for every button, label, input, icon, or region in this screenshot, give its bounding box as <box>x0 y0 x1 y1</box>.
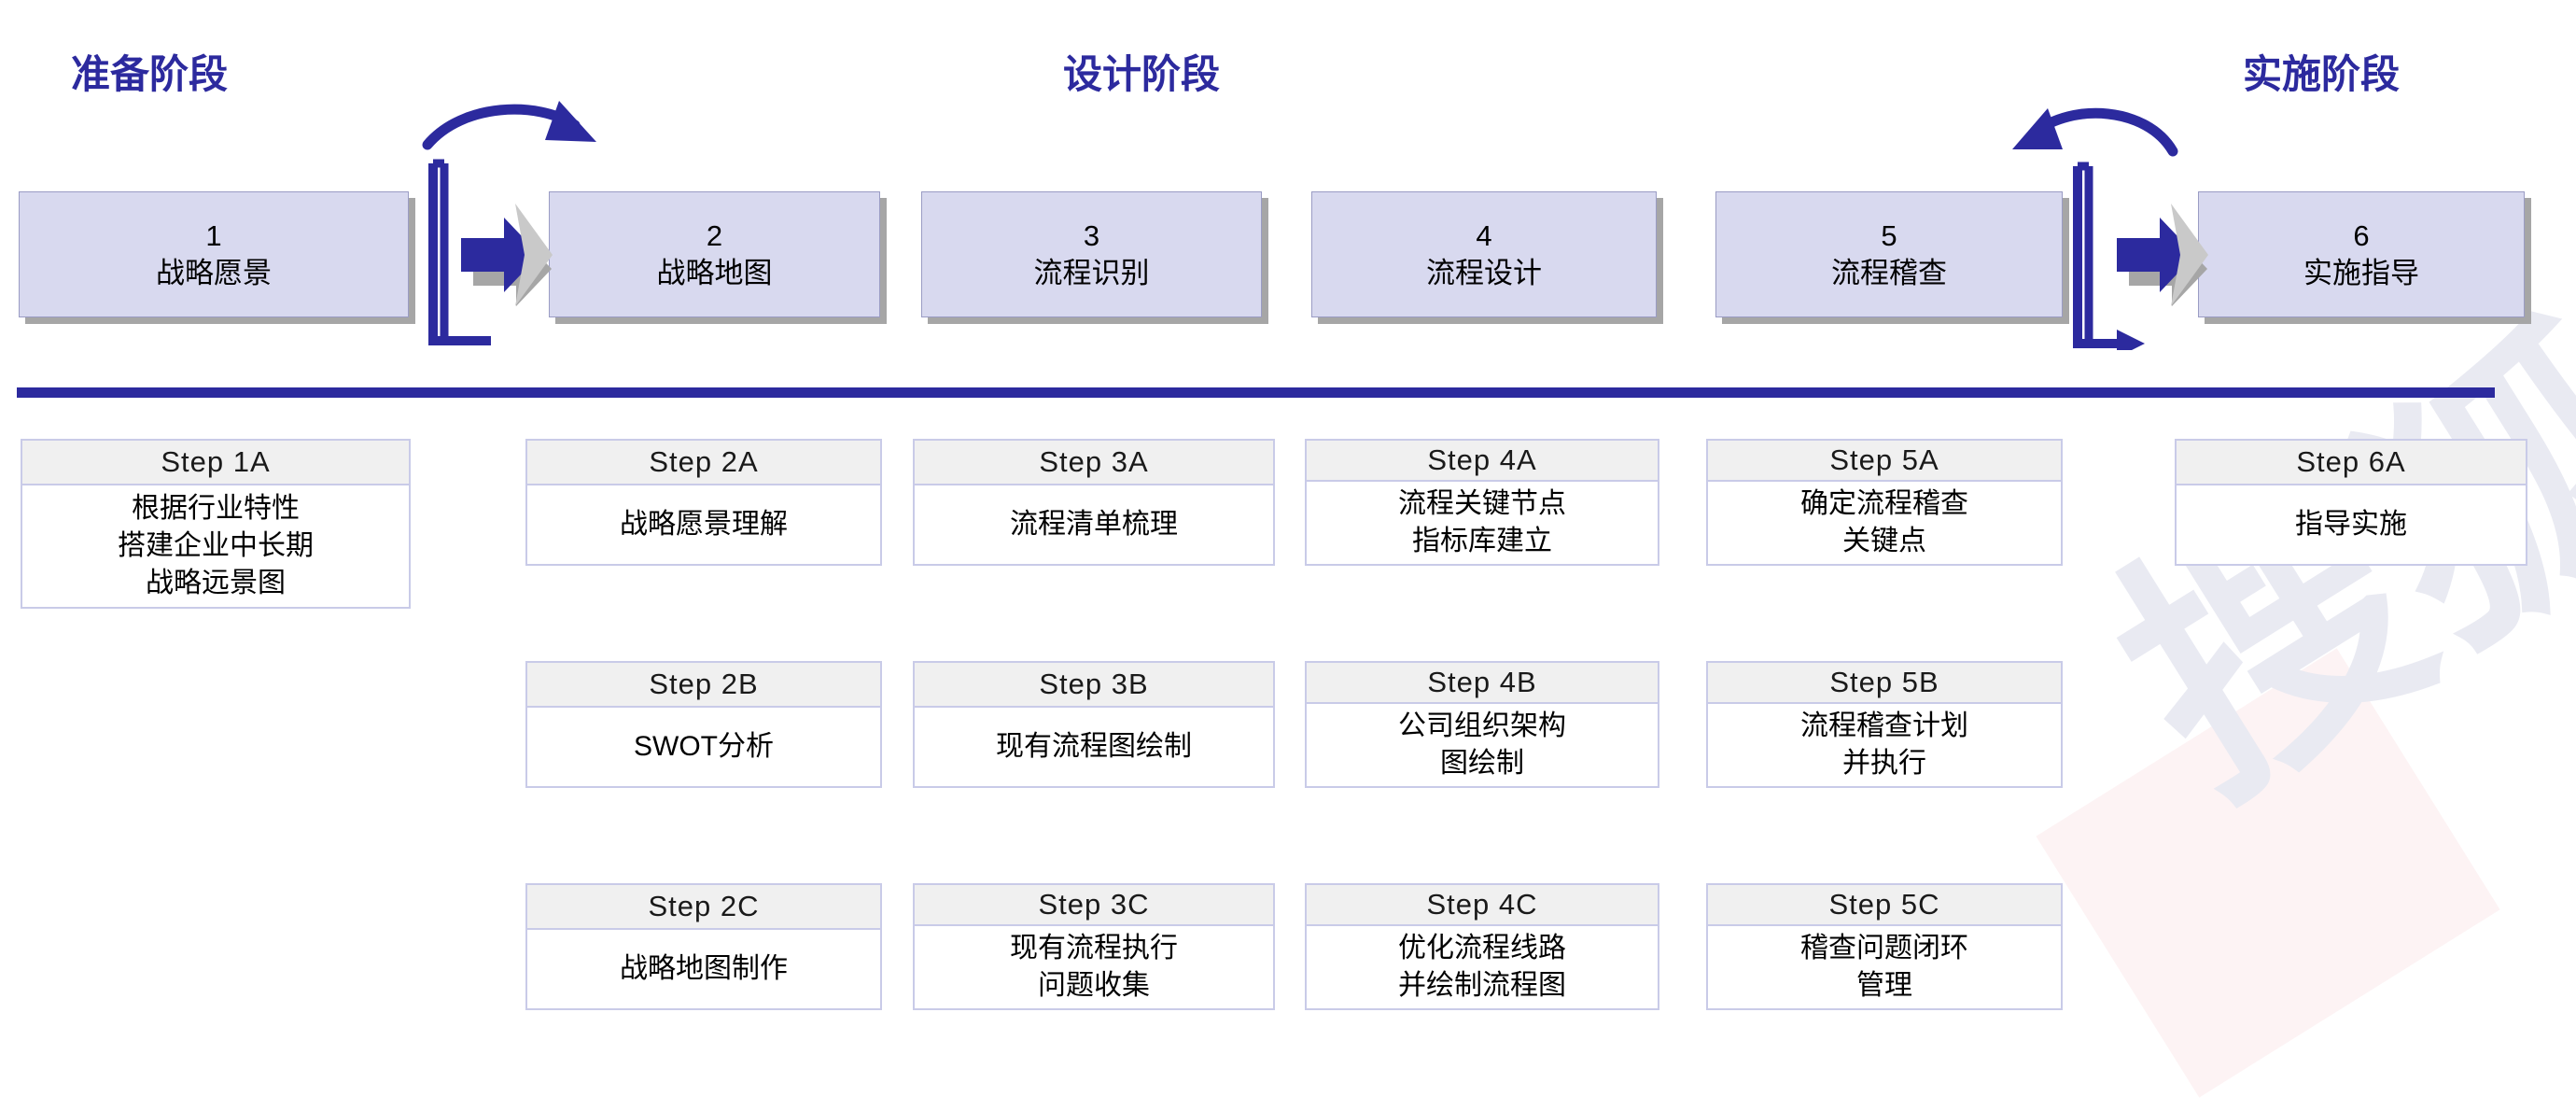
step-card-3a[interactable]: Step 3A 流程清单梳理 <box>913 439 1275 566</box>
step-card-3c[interactable]: Step 3C 现有流程执行 问题收集 <box>913 883 1275 1010</box>
stage-name-3: 流程识别 <box>1033 256 1150 289</box>
step-text-4a: 流程关键节点 指标库建立 <box>1398 488 1566 557</box>
step-label-5b: Step 5B <box>1708 663 2061 705</box>
step-card-2a[interactable]: Step 2A 战略愿景理解 <box>525 439 882 566</box>
divider-line <box>17 387 2495 398</box>
step-label-6a: Step 6A <box>2177 441 2526 485</box>
step-card-6a[interactable]: Step 6A 指导实施 <box>2175 439 2527 566</box>
step-label-2b: Step 2B <box>527 663 880 708</box>
step-card-5b[interactable]: Step 5B 流程稽查计划 并执行 <box>1706 661 2063 788</box>
phase-title-design: 设计阶段 <box>1063 52 1221 96</box>
block-arrow-right-icon <box>2117 204 2208 306</box>
curved-arrow-left-icon <box>2012 107 2178 157</box>
stage-number-1: 1 <box>205 218 222 252</box>
step-text-3a: 流程清单梳理 <box>1010 509 1178 541</box>
step-card-2b[interactable]: Step 2B SWOT分析 <box>525 661 882 788</box>
stage-box-3[interactable]: 3 流程识别 <box>921 191 1262 317</box>
stage-number-5: 5 <box>1881 218 1897 252</box>
step-card-3b[interactable]: Step 3B 现有流程图绘制 <box>913 661 1275 788</box>
step-text-3c: 现有流程执行 问题收集 <box>1010 933 1178 1002</box>
stage-name-5: 流程稽查 <box>1831 256 1947 289</box>
curved-arrow-right-icon <box>422 101 596 150</box>
stage-box-1[interactable]: 1 战略愿景 <box>19 191 409 317</box>
step-text-4b: 公司组织架构 图绘制 <box>1398 710 1566 780</box>
step-card-4c[interactable]: Step 4C 优化流程线路 并绘制流程图 <box>1305 883 1659 1010</box>
step-card-1a[interactable]: Step 1A 根据行业特性 搭建企业中长期 战略远景图 <box>21 439 411 609</box>
step-label-4a: Step 4A <box>1307 441 1658 483</box>
stage-number-2: 2 <box>706 218 723 252</box>
stage-box-5[interactable]: 5 流程稽查 <box>1715 191 2063 317</box>
stage-box-6[interactable]: 6 实施指导 <box>2198 191 2525 317</box>
step-label-2c: Step 2C <box>527 885 880 930</box>
stage-number-3: 3 <box>1083 218 1100 252</box>
stage-name-2: 战略地图 <box>656 256 773 289</box>
stage-box-2[interactable]: 2 战略地图 <box>549 191 880 317</box>
step-card-4a[interactable]: Step 4A 流程关键节点 指标库建立 <box>1305 439 1659 566</box>
step-text-2b: SWOT分析 <box>634 731 774 763</box>
phase-title-preparation: 准备阶段 <box>71 52 229 96</box>
block-arrow-right-icon <box>461 204 553 306</box>
step-card-2c[interactable]: Step 2C 战略地图制作 <box>525 883 882 1010</box>
stage-box-4[interactable]: 4 流程设计 <box>1311 191 1657 317</box>
step-text-4c: 优化流程线路 并绘制流程图 <box>1398 933 1566 1002</box>
step-text-5a: 确定流程稽查 关键点 <box>1800 488 1968 557</box>
step-text-1a: 根据行业特性 搭建企业中长期 战略远景图 <box>118 493 314 598</box>
step-label-4b: Step 4B <box>1307 663 1658 705</box>
step-label-1a: Step 1A <box>22 441 409 485</box>
step-text-5c: 稽查问题闭环 管理 <box>1800 933 1968 1002</box>
step-card-5c[interactable]: Step 5C 稽查问题闭环 管理 <box>1706 883 2063 1010</box>
step-text-2a: 战略愿景理解 <box>620 509 788 541</box>
step-label-3a: Step 3A <box>915 441 1273 485</box>
stage-name-4: 流程设计 <box>1426 256 1542 289</box>
phase-title-implementation: 实施阶段 <box>2243 52 2401 96</box>
step-label-2a: Step 2A <box>527 441 880 485</box>
step-label-4c: Step 4C <box>1307 885 1658 927</box>
stage-name-1: 战略愿景 <box>156 256 272 289</box>
step-text-2c: 战略地图制作 <box>620 953 788 985</box>
step-text-3b: 现有流程图绘制 <box>996 731 1192 763</box>
stage-number-4: 4 <box>1476 218 1492 252</box>
step-card-5a[interactable]: Step 5A 确定流程稽查 关键点 <box>1706 439 2063 566</box>
watermark-shape <box>2036 648 2500 1098</box>
step-text-6a: 指导实施 <box>2295 509 2407 541</box>
step-label-3b: Step 3B <box>915 663 1273 708</box>
step-text-5b: 流程稽查计划 并执行 <box>1800 710 1968 780</box>
step-label-5a: Step 5A <box>1708 441 2061 483</box>
step-label-3c: Step 3C <box>915 885 1273 927</box>
stage-name-6: 实施指导 <box>2303 256 2419 289</box>
stage-number-6: 6 <box>2353 218 2370 252</box>
bracket-shape <box>2073 162 2145 358</box>
step-label-5c: Step 5C <box>1708 885 2061 927</box>
step-card-4b[interactable]: Step 4B 公司组织架构 图绘制 <box>1305 661 1659 788</box>
bracket-shape <box>428 159 491 345</box>
